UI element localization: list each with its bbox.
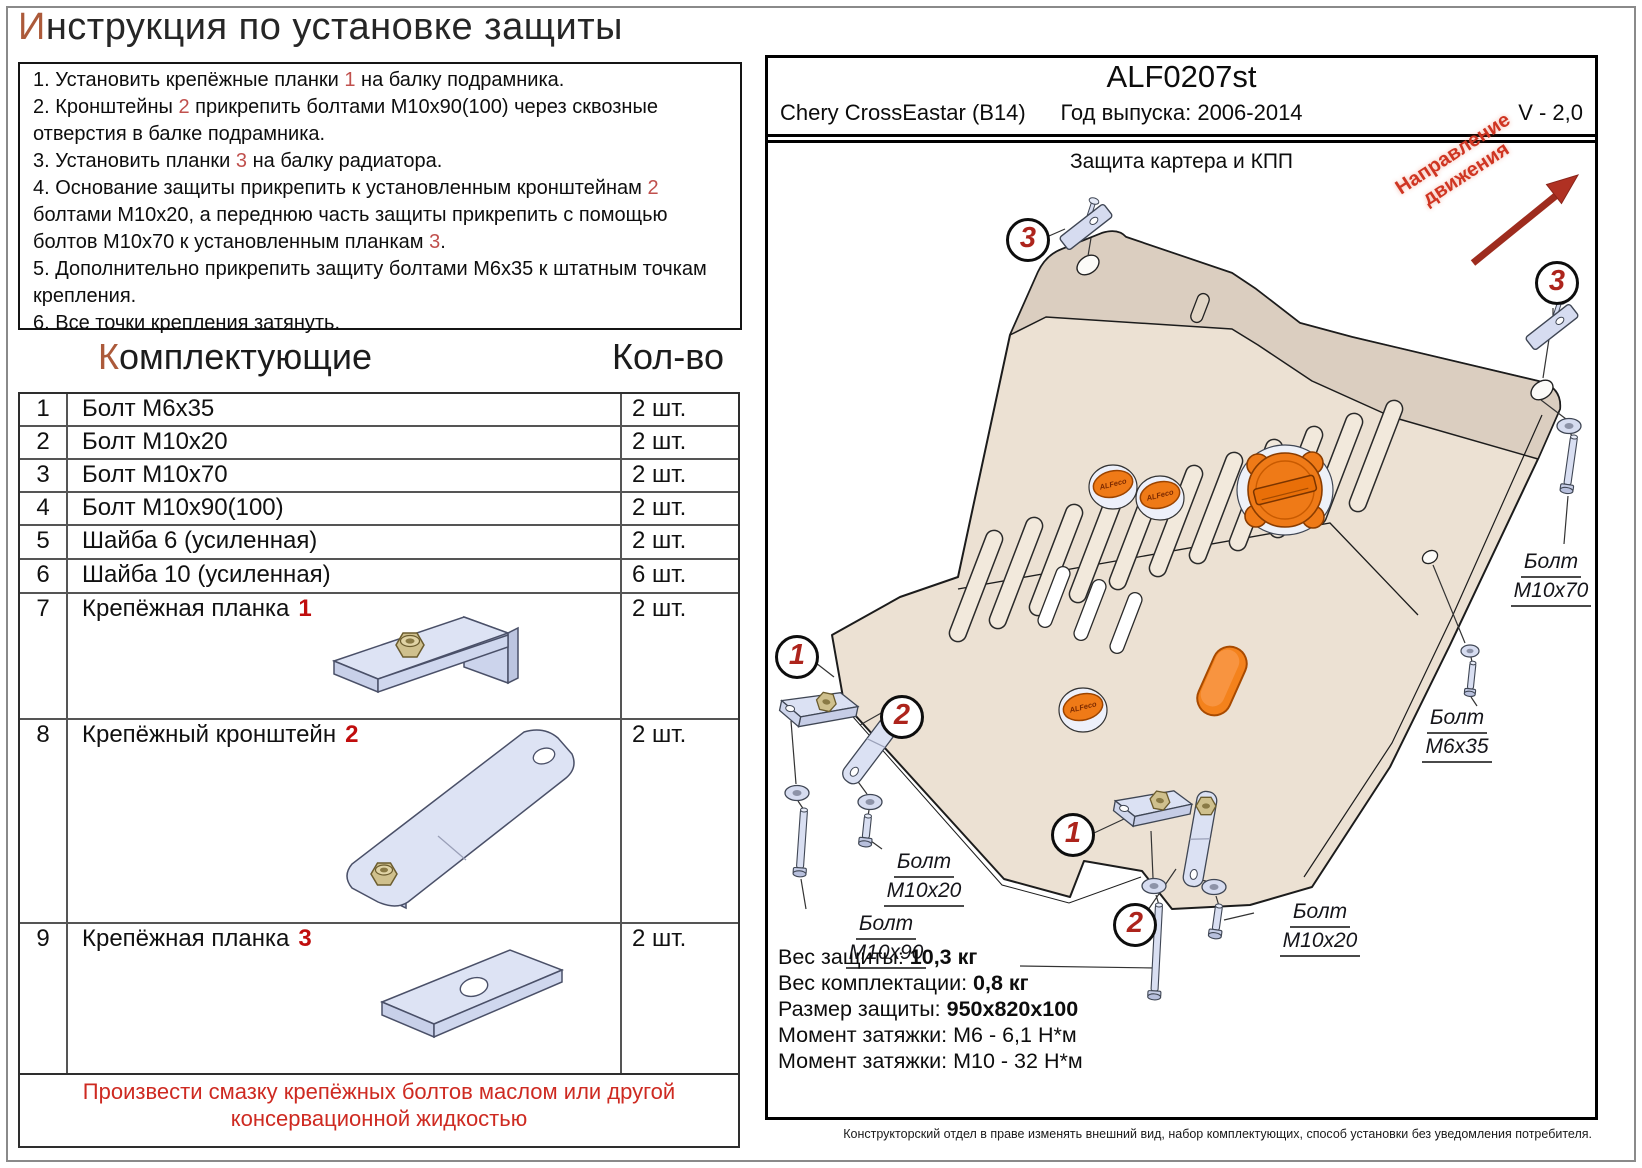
cutout-slots bbox=[1037, 566, 1143, 654]
spec-torque-m6: Момент затяжки: М6 - 6,1 Н*м bbox=[778, 1023, 1077, 1047]
spec-torque-m10: Момент затяжки: М10 - 32 Н*м bbox=[778, 1049, 1083, 1073]
washers bbox=[784, 417, 1582, 896]
alfeco-plug: ALFeco bbox=[1135, 475, 1185, 521]
page-title: Инструкция по установке защиты bbox=[18, 6, 738, 49]
instruction-step: 3. Установить планки 3 на балку радиатор… bbox=[33, 150, 443, 172]
lubrication-note: Произвести смазку крепёжных болтов масло… bbox=[18, 1073, 740, 1148]
title-text: нструкция по установке защиты bbox=[45, 6, 623, 48]
components-header: Комплектующие bbox=[97, 336, 373, 377]
callout-2: 2 bbox=[1113, 903, 1157, 947]
drawing-panel: ALF0207st Chery CrossEastar (B14) Год вы… bbox=[765, 55, 1598, 1120]
page-border bbox=[6, 6, 1636, 1162]
plate-side-fold bbox=[1303, 414, 1543, 878]
instruction-step: 2. Кронштейны 2 прикрепить болтами М10х9… bbox=[33, 96, 658, 145]
table-row: 1 Болт М6х35 2 шт. bbox=[20, 394, 738, 427]
car-model: Chery CrossEastar (B14) bbox=[780, 100, 1026, 125]
manufacturer-disclaimer: Конструкторский отдел в праве изменять в… bbox=[843, 1127, 1592, 1141]
mounting-plate-3-image bbox=[380, 949, 565, 1039]
drawing-subtitle: Защита картера и КПП bbox=[1069, 150, 1294, 173]
instruction-step: 6. Все точки крепления затянуть. bbox=[33, 312, 341, 334]
instruction-step: 5. Дополнительно прикрепить защиту болта… bbox=[33, 258, 707, 307]
spec-kit-weight: Вес комплектации: 0,8 кг bbox=[778, 971, 1029, 995]
spec-weight: Вес защиты: 10,3 кг bbox=[778, 945, 978, 969]
mounting-plate-1-image bbox=[331, 615, 519, 694]
alfeco-plug: ALFeco bbox=[1088, 464, 1138, 510]
oil-cap bbox=[1236, 444, 1334, 536]
callout-2: 2 bbox=[880, 695, 924, 739]
direction-arrow-icon bbox=[1470, 174, 1580, 266]
bolt-m10x20-icon bbox=[858, 813, 873, 848]
table-row: 6 Шайба 10 (усиленная) 6 шт. bbox=[20, 560, 738, 594]
installation-instructions: 1. Установить крепёжные планки 1 на балк… bbox=[18, 62, 742, 334]
components-table: 1 Болт М6х35 2 шт. 2 Болт М10х20 2 шт. 3… bbox=[18, 392, 740, 1075]
orange-oval-highlight bbox=[1200, 649, 1240, 707]
bolt-m6x35-icon bbox=[1463, 660, 1477, 698]
title-lead-letter: И bbox=[18, 6, 46, 48]
table-row: 3 Болт М10х70 2 шт. bbox=[20, 460, 738, 493]
bolt-m10x90-icon bbox=[792, 807, 808, 878]
engine-volume: V - 2,0 bbox=[1518, 100, 1583, 125]
table-row: 4 Болт М10х90(100) 2 шт. bbox=[20, 493, 738, 526]
bolt-m10x20-icon bbox=[1207, 903, 1223, 940]
table-row: 2 Болт М10х20 2 шт. bbox=[20, 427, 738, 460]
angle-bracket-left bbox=[778, 691, 860, 728]
part-number: ALF0207st bbox=[1106, 59, 1257, 94]
column-divider bbox=[66, 394, 68, 1073]
tab-hole-right bbox=[1530, 379, 1554, 401]
arm-bracket-bottom bbox=[1182, 790, 1218, 888]
tab-hole-left bbox=[1076, 254, 1100, 276]
title-block: ALF0207st Chery CrossEastar (B14) Год вы… bbox=[765, 58, 1598, 143]
plank3-right bbox=[1525, 297, 1579, 351]
callout-3: 3 bbox=[1006, 218, 1050, 262]
callout-3: 3 bbox=[1535, 261, 1579, 305]
protection-plate-diagram: ALFeco ALFeco ALFeco bbox=[778, 174, 1582, 1001]
bolt-m10x90-icon bbox=[1147, 902, 1163, 1001]
spec-size: Размер защиты: 950х820х100 bbox=[778, 997, 1079, 1021]
angle-bracket-bottom bbox=[1112, 790, 1194, 828]
plank3-left bbox=[1059, 197, 1113, 251]
instruction-step: 1. Установить крепёжные планки 1 на балк… bbox=[33, 69, 565, 91]
column-divider bbox=[620, 394, 622, 1073]
nut-icon bbox=[395, 632, 425, 658]
callout-1: 1 bbox=[775, 635, 819, 679]
instruction-step: 4. Основание защиты прикрепить к установ… bbox=[33, 177, 668, 253]
alfeco-plug: ALFeco bbox=[1058, 687, 1108, 733]
bolts bbox=[792, 434, 1578, 1001]
plate-top-flap bbox=[1009, 230, 1561, 460]
m6-hole bbox=[1421, 549, 1439, 565]
plate-bottom-edge bbox=[845, 708, 1142, 904]
table-row: 5 Шайба 6 (усиленная) 2 шт. bbox=[20, 526, 738, 560]
quantity-header: Кол-во bbox=[612, 336, 724, 377]
bolt-m10x70-icon bbox=[1559, 434, 1578, 495]
mounting-bracket-2-image bbox=[346, 729, 575, 910]
specifications: Вес защиты: 10,3 кг Вес комплектации: 0,… bbox=[778, 944, 1108, 1074]
nut-icon bbox=[370, 862, 398, 886]
callout-1: 1 bbox=[1051, 813, 1095, 857]
production-years: Год выпуска: 2006-2014 bbox=[1060, 100, 1303, 125]
top-slot bbox=[1190, 292, 1210, 324]
